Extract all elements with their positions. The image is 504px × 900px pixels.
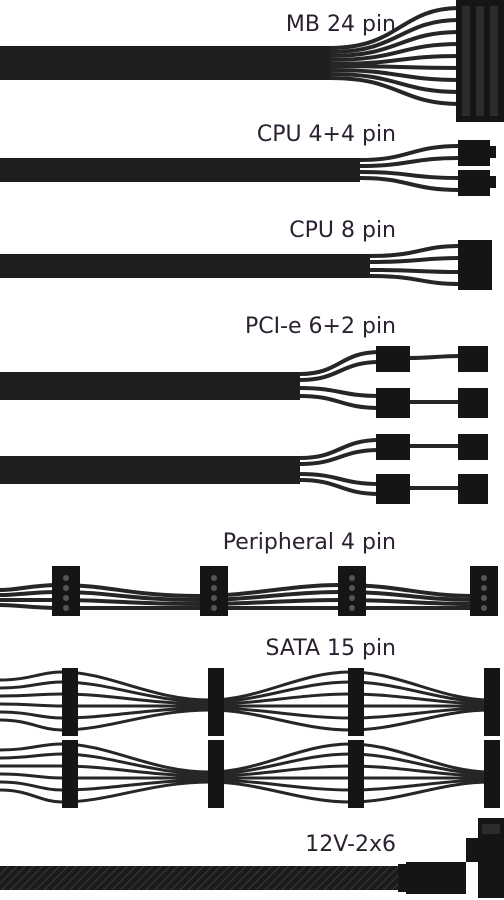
12v-2x6-cable [0, 818, 504, 898]
cpu-4pin-connector-b [458, 170, 490, 196]
sata-connector [484, 740, 500, 808]
cpu-8pin-cable [0, 240, 492, 290]
sata-connector [208, 668, 224, 736]
molex-connector [200, 566, 228, 616]
sata-connector [208, 740, 224, 808]
cpu-4pin-connector-a [458, 140, 490, 166]
pcie-connector [458, 434, 488, 460]
sata-connector [484, 668, 500, 736]
label-12v-2x6: 12V-2x6 [305, 832, 396, 857]
label-pcie-62pin: PCI-e 6+2 pin [244, 314, 396, 339]
label-cpu-8pin: CPU 8 pin [289, 218, 396, 243]
mb-24pin-cable [0, 0, 504, 122]
label-mb-24pin: MB 24 pin [285, 12, 396, 37]
pcie-62pin-cable-1 [0, 346, 488, 418]
molex-connector [52, 566, 80, 616]
peripheral-4pin-cable [0, 566, 498, 616]
pcie-connector [376, 434, 410, 460]
pcie-62pin-cable-2 [0, 434, 488, 504]
pcie-connector [458, 346, 488, 372]
pcie-connector [458, 474, 488, 504]
cpu-44pin-cable [0, 140, 496, 196]
pcie-connector [376, 388, 410, 418]
sata-connector [348, 668, 364, 736]
label-cpu-44pin: CPU 4+4 pin [256, 122, 396, 147]
pcie-connector [458, 388, 488, 418]
pcie-connector [376, 474, 410, 504]
sata-connector [62, 668, 78, 736]
cpu-8pin-connector [458, 240, 492, 290]
label-sata-15pin: SATA 15 pin [265, 636, 397, 661]
pcie-connector [376, 346, 410, 372]
sata-connector [348, 740, 364, 808]
molex-connector [338, 566, 366, 616]
label-peripheral-4pin: Peripheral 4 pin [222, 530, 396, 555]
sata-connector [62, 740, 78, 808]
molex-connector [470, 566, 498, 616]
